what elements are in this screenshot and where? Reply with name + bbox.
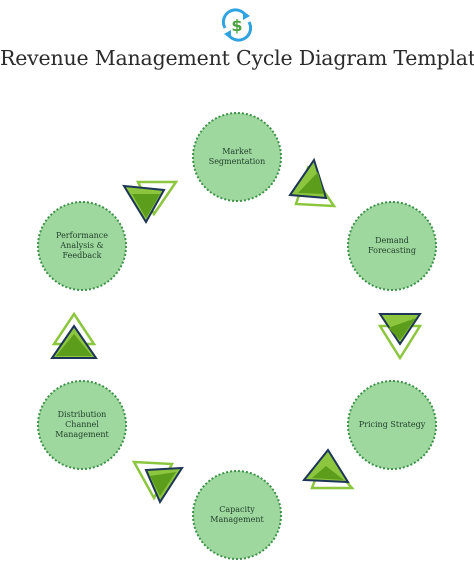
svg-text:$: $	[231, 16, 242, 35]
node-label-pricing-strategy: Pricing Strategy	[358, 420, 426, 429]
node-demand-forecasting	[347, 201, 437, 291]
node-label-demand-forecasting: Demand Forecasting	[368, 236, 416, 255]
node-label-market-segmentation: Market Segmentation	[208, 147, 266, 166]
arrow-capacity-to-distribution	[131, 460, 184, 505]
node-performance-analysis-feedback	[37, 201, 127, 291]
arrow-performance-to-market	[122, 180, 179, 224]
node-label-capacity-management: Capacity Management	[210, 505, 264, 524]
node-market-segmentation	[192, 112, 282, 202]
node-distribution-channel-management	[37, 380, 127, 470]
arrow-market-to-demand	[288, 157, 337, 208]
arrow-demand-to-pricing	[377, 313, 423, 361]
node-label-distribution-channel-management: Distribution Channel Management	[55, 410, 109, 439]
node-pricing-strategy	[347, 380, 437, 470]
node-capacity-management	[192, 470, 282, 560]
arrow-distribution-to-performance	[50, 311, 98, 359]
dollar-cycle-icon: $	[221, 8, 253, 42]
node-label-performance-analysis-feedback: Performance Analysis & Feedback	[56, 231, 108, 260]
page-title: Revenue Management Cycle Diagram Templat…	[0, 46, 474, 70]
arrow-pricing-to-capacity	[301, 448, 355, 490]
